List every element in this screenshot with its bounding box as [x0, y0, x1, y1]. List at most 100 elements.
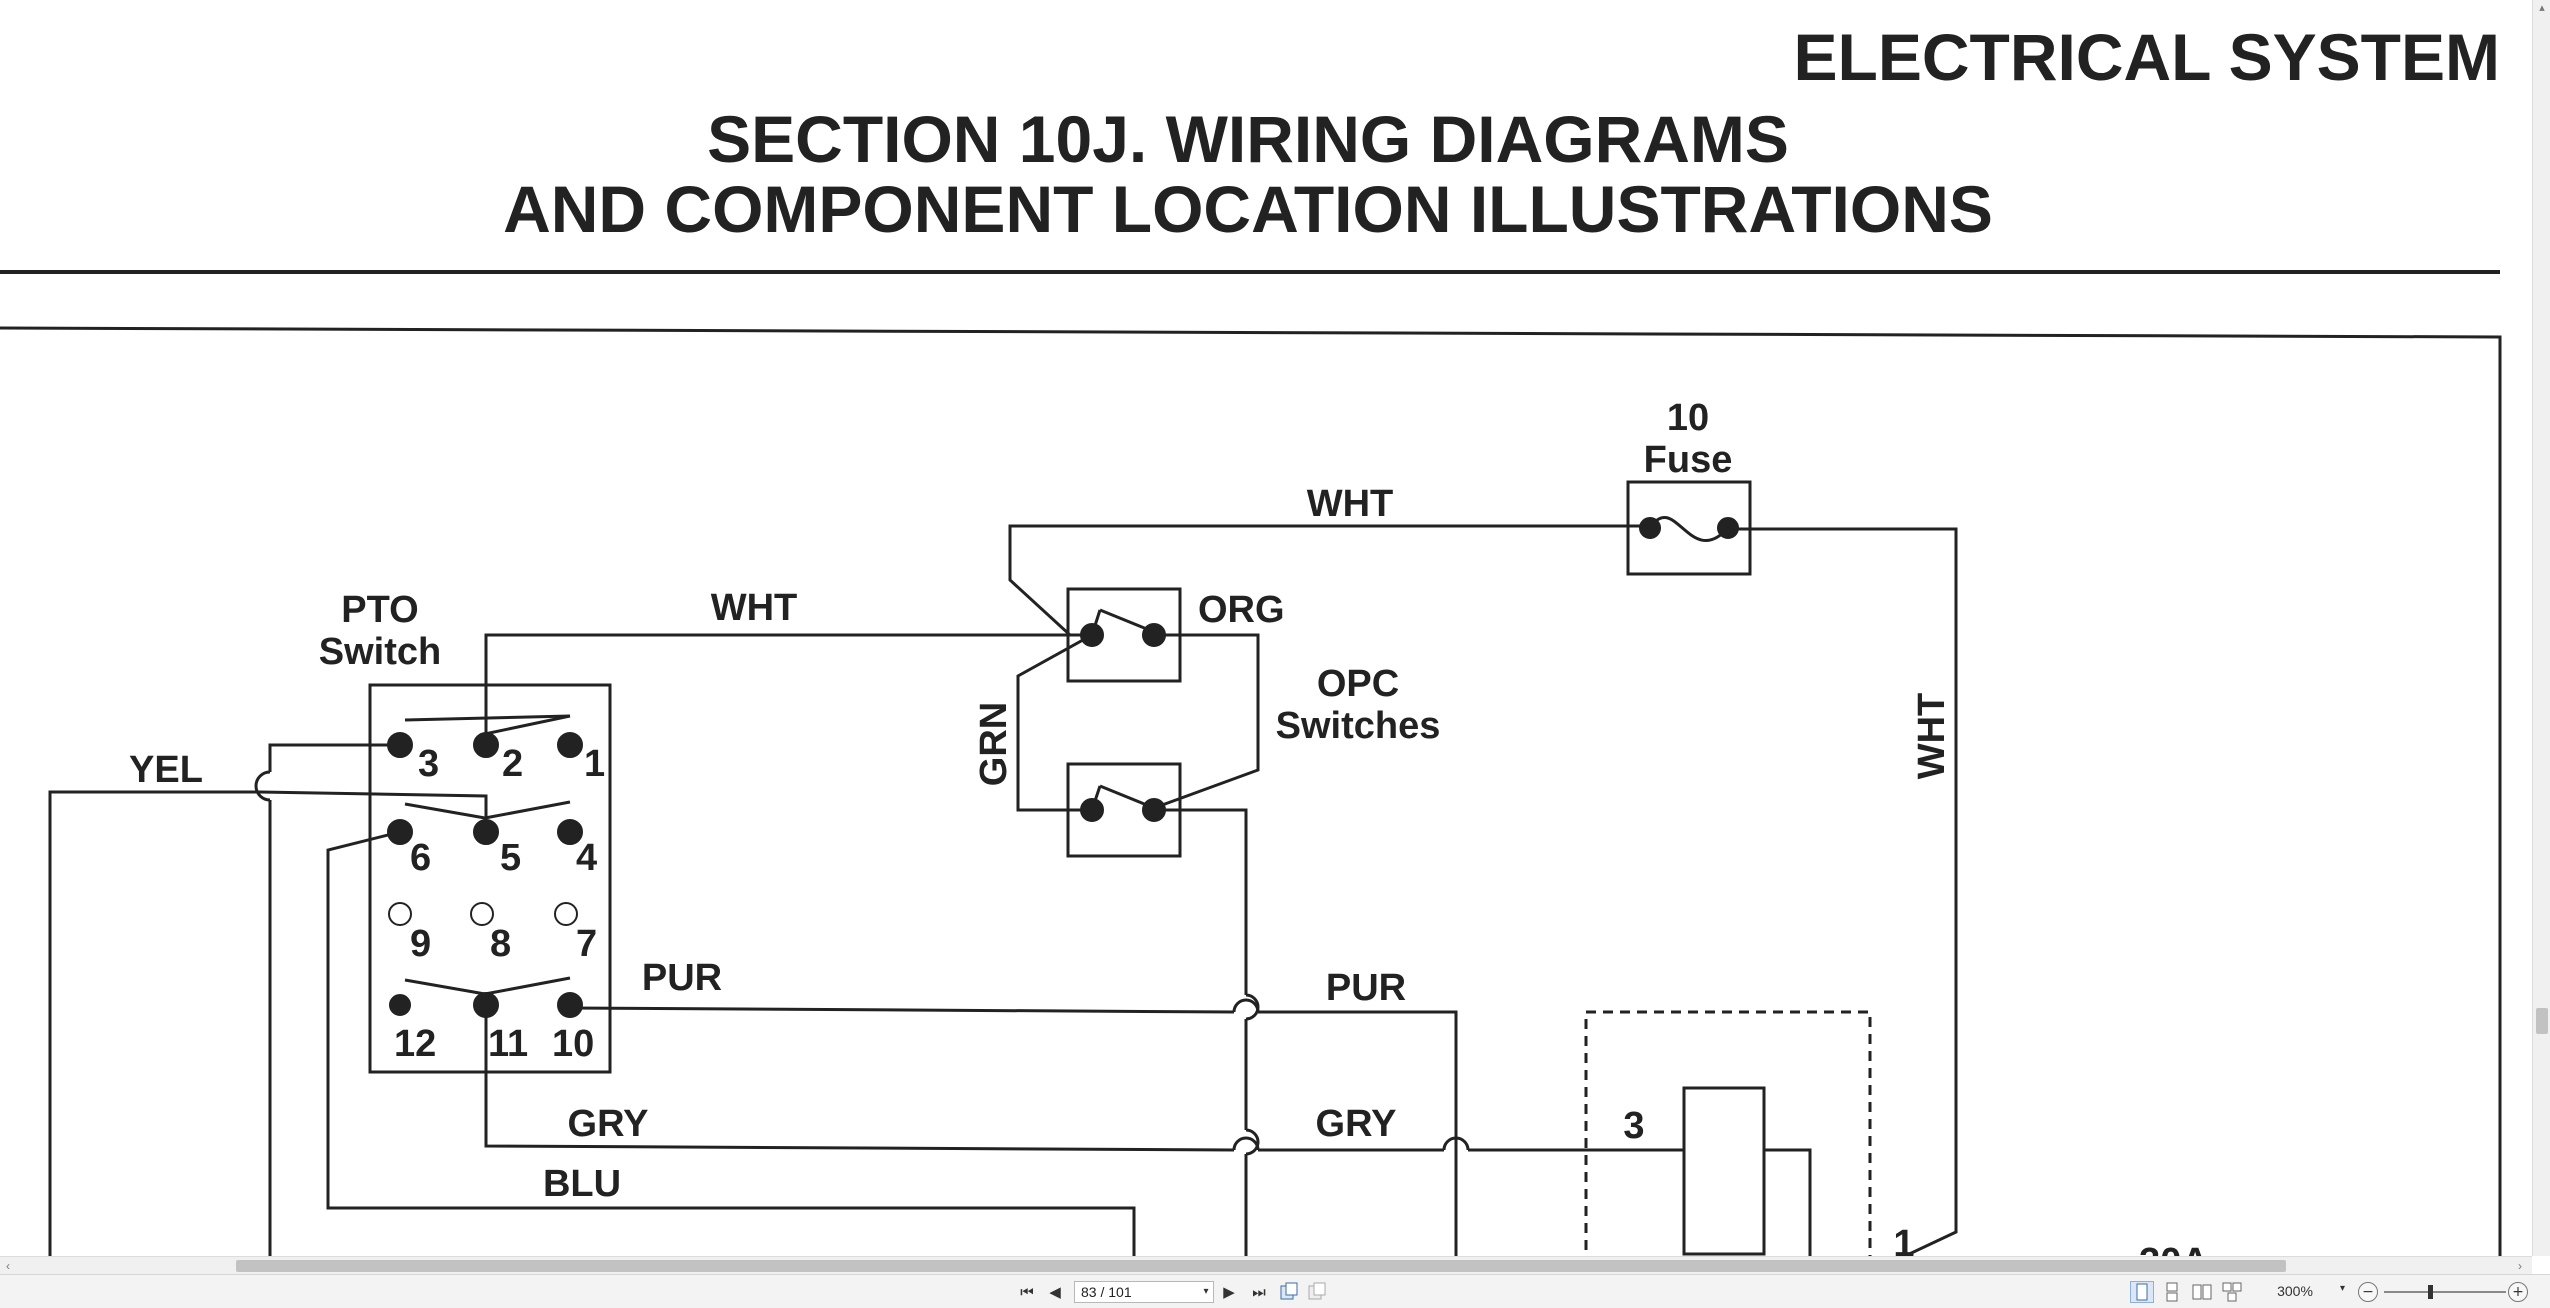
header-title: ELECTRICAL SYSTEM: [1793, 20, 2500, 94]
wire-label-wht-vertical: WHT: [1911, 693, 1953, 780]
wire-gry-hop1: [1232, 1136, 1260, 1151]
duplicate-page-button[interactable]: [1306, 1281, 1328, 1303]
horizontal-scroll-thumb[interactable]: [236, 1260, 2286, 1272]
page-dropdown-icon[interactable]: ▾: [1203, 1286, 1209, 1297]
opc-label-1: OPC: [1317, 663, 1399, 705]
previous-page-button[interactable]: ◀: [1044, 1281, 1066, 1303]
pto-label-2: Switch: [319, 631, 441, 673]
zoom-dropdown-icon[interactable]: ▾: [2340, 1283, 2346, 1294]
manual-page: ELECTRICAL SYSTEM SECTION 10J. WIRING DI…: [0, 20, 2502, 1256]
wire-label-gry-left: GRY: [568, 1103, 649, 1145]
next-page-button[interactable]: ▶: [1218, 1281, 1240, 1303]
pto-lever-row1b: [479, 714, 571, 737]
zoom-out-icon: −: [2362, 1283, 2374, 1300]
pto-lever-row2: [404, 802, 486, 820]
opc-lower-pin-a: [1080, 798, 1104, 822]
pto-pin-label-3: 3: [418, 743, 439, 785]
zoom-in-button[interactable]: +: [2508, 1282, 2528, 1302]
pto-pin-3: [387, 732, 413, 758]
wire-pur-hop: [1232, 998, 1260, 1013]
single-page-view-icon: [2136, 1283, 2148, 1301]
book-view-button[interactable]: [2220, 1281, 2244, 1303]
relay-dashed-box: [1584, 1010, 1872, 1256]
fuse-pin-b: [1717, 517, 1739, 539]
vertical-scrollbar[interactable]: ▴: [2532, 0, 2550, 1256]
scroll-right-icon[interactable]: ›: [2518, 1259, 2522, 1273]
horizontal-scrollbar[interactable]: ‹ ›: [0, 1256, 2532, 1274]
opc-upper-pin-a: [1080, 623, 1104, 647]
wire-label-pur-left: PUR: [642, 957, 722, 999]
zoom-out-button[interactable]: −: [2358, 1282, 2378, 1302]
pto-lever-row2b: [484, 800, 571, 820]
wire-pur-left: [569, 1006, 1235, 1014]
wire-grn: [1016, 633, 1093, 812]
pto-pin-label-1: 1: [584, 743, 605, 785]
wire-yel: [268, 743, 400, 772]
wire-label-wht-top: WHT: [1307, 483, 1394, 525]
pto-pin-10: [557, 992, 583, 1018]
continuous-view-icon: [2166, 1282, 2178, 1302]
zoom-slider[interactable]: [2384, 1285, 2506, 1299]
wire-relay-right: [1764, 1148, 1812, 1256]
wire-org: [1153, 633, 1260, 810]
zoom-in-icon: +: [2512, 1283, 2524, 1300]
status-bar: ⏮ ◀ ▾ ▶ ⏭ 300% ▾ − +: [0, 1274, 2550, 1308]
document-viewport: ELECTRICAL SYSTEM SECTION 10J. WIRING DI…: [0, 20, 2502, 1256]
pto-pin-1: [557, 732, 583, 758]
zoom-level[interactable]: 300%: [2277, 1283, 2313, 1299]
scroll-up-icon[interactable]: ▴: [2539, 2, 2545, 14]
amp-label: 30A: [2139, 1241, 2209, 1256]
pto-lever-row4b: [484, 976, 571, 996]
wire-label-org: ORG: [1198, 589, 1285, 631]
first-page-icon: ⏮: [1020, 1283, 1034, 1301]
pto-pin-11: [473, 992, 499, 1018]
book-view-icon: [2222, 1282, 2242, 1302]
wire-opc-down: [1154, 808, 1248, 995]
pto-lever-row4: [404, 978, 486, 996]
wire-label-yel: YEL: [129, 749, 203, 791]
wire-gry-left: [484, 1000, 1235, 1152]
scroll-left-icon[interactable]: ‹: [6, 1259, 10, 1273]
wire-yel-left: [48, 790, 260, 1256]
wire-gry-hop2: [1442, 1136, 1470, 1151]
opc-upper-pin-b: [1142, 623, 1166, 647]
vertical-scroll-thumb[interactable]: [2536, 1008, 2548, 1034]
wire-wht-pto-opc: [484, 633, 1092, 745]
fuse-pin-a: [1639, 517, 1661, 539]
two-page-view-button[interactable]: [2190, 1281, 2214, 1303]
relay-pin-label-3: 3: [1623, 1105, 1644, 1147]
two-page-view-icon: [2192, 1284, 2212, 1300]
pto-pin-2: [473, 732, 499, 758]
diagram-frame: [0, 326, 2502, 1256]
pto-pin-label-6: 6: [410, 837, 431, 879]
single-page-view-button[interactable]: [2130, 1281, 2154, 1303]
wire-label-grn: GRN: [973, 702, 1015, 786]
page-number-input[interactable]: [1074, 1281, 1214, 1303]
section-title-line1: SECTION 10J. WIRING DIAGRAMS: [707, 102, 1789, 176]
wire-pur-right: [1258, 1010, 1458, 1256]
fuse-box: [1626, 480, 1752, 576]
zoom-slider-thumb[interactable]: [2428, 1285, 2434, 1299]
pto-pin-5: [473, 819, 499, 845]
first-page-button[interactable]: ⏮: [1016, 1281, 1038, 1303]
wire-label-blu: BLU: [543, 1163, 621, 1205]
last-page-button[interactable]: ⏭: [1248, 1281, 1270, 1303]
pto-pin-label-5: 5: [500, 837, 521, 879]
pto-pin-label-8: 8: [490, 923, 511, 965]
wire-label-gry-right: GRY: [1316, 1103, 1397, 1145]
pto-pins: [387, 517, 1739, 1018]
pto-pin-7: [554, 902, 578, 926]
pto-pin-6: [387, 819, 413, 845]
wire-pto-5: [259, 790, 488, 830]
continuous-view-button[interactable]: [2160, 1281, 2184, 1303]
pto-pin-label-4: 4: [576, 837, 597, 879]
pto-pin-label-9: 9: [410, 923, 431, 965]
wire-label-wht-mid: WHT: [711, 587, 798, 629]
pto-pin-label-10: 10: [552, 1023, 594, 1065]
wire-wht-top: [1008, 524, 1650, 637]
wire-label-pur-right: PUR: [1326, 967, 1406, 1009]
previous-page-icon: ◀: [1049, 1283, 1061, 1301]
section-title-line2: AND COMPONENT LOCATION ILLUSTRATIONS: [503, 172, 1993, 246]
export-page-button[interactable]: [1278, 1281, 1300, 1303]
pto-switch-body: [368, 683, 612, 1074]
